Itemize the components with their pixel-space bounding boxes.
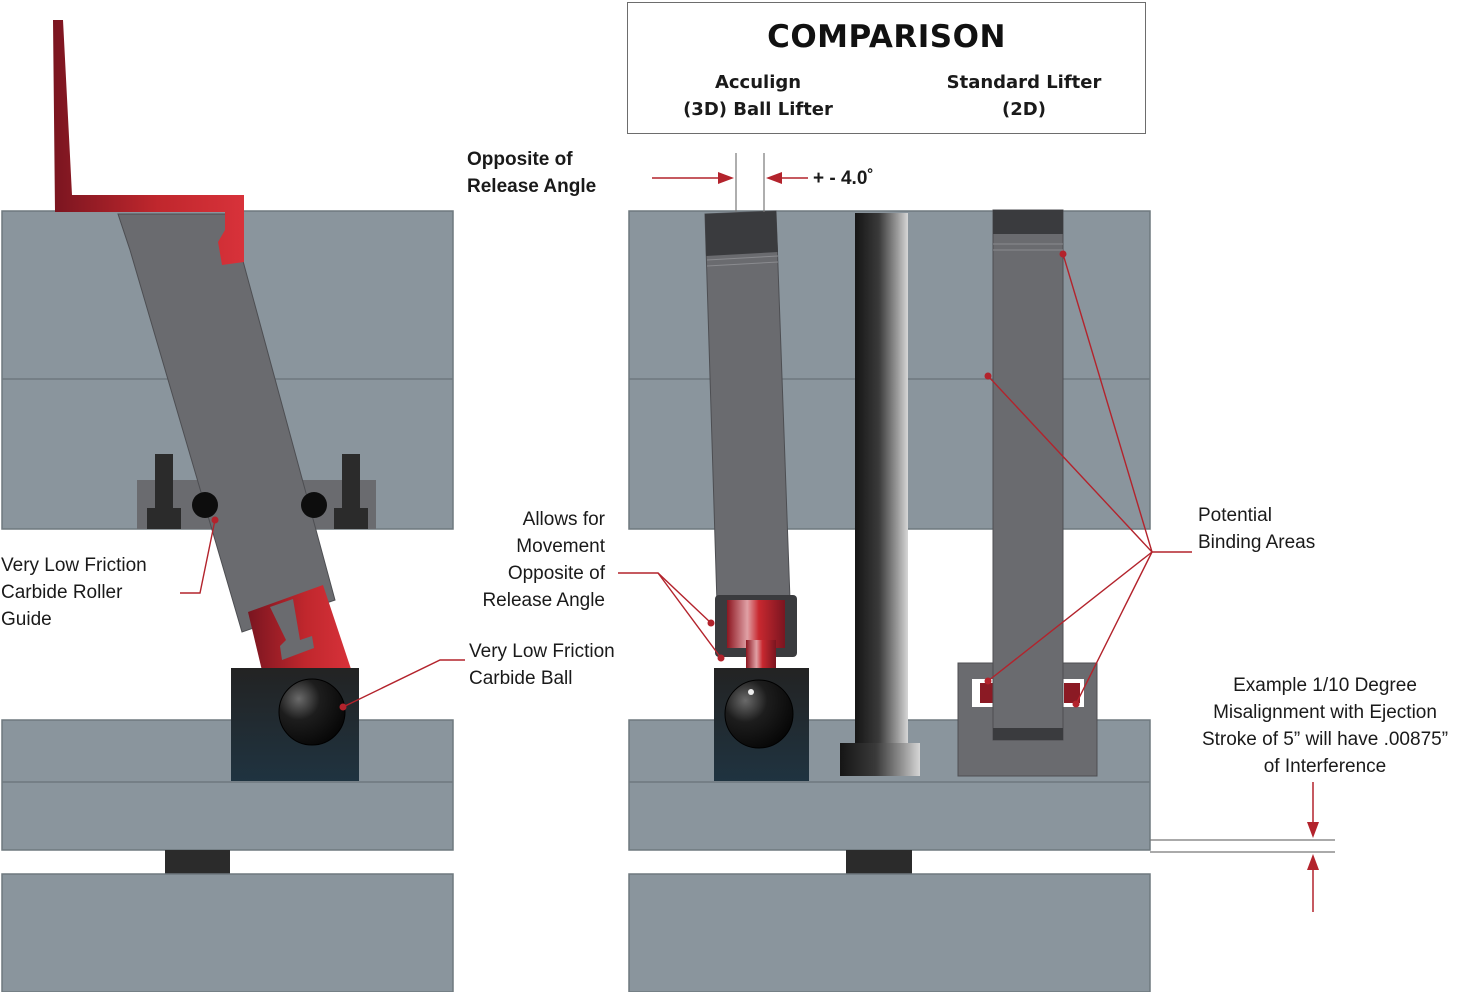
left-spacer <box>165 850 230 874</box>
standard-lifter-cap <box>993 210 1063 234</box>
interference-dimension <box>1150 782 1335 912</box>
angle-value-label: + - 4.0˚ <box>813 168 874 189</box>
standard-lifter-heading: Standard Lifter (2D) <box>946 72 1102 120</box>
leader-binding-1 <box>1062 253 1153 553</box>
leader-binding-2 <box>987 375 1153 553</box>
allows-movement-label: Allows for Movement Opposite of Release … <box>482 509 605 611</box>
angle-arrowhead-right <box>766 172 782 184</box>
left-red-arm <box>53 20 244 265</box>
left-roller-1 <box>192 492 218 518</box>
leader-movement-2 <box>657 572 722 659</box>
binding-mark-left <box>980 683 996 703</box>
acculign-ball-highlight <box>748 689 754 695</box>
binding-mark-right <box>1064 683 1080 703</box>
carbide-ball-label: Very Low Friction Carbide Ball <box>469 641 615 689</box>
leader-roller-guide <box>180 519 216 594</box>
interference-arrowhead-bottom <box>1307 854 1319 870</box>
left-post-base-2 <box>334 508 368 529</box>
opposite-release-angle-label: Opposite of Release Angle <box>467 149 597 197</box>
acculign-groove-2 <box>706 261 779 267</box>
comparison-title: COMPARISON <box>767 19 1006 55</box>
leader-binding-4 <box>1075 551 1153 705</box>
binding-areas-label: Potential Binding Areas <box>1198 505 1316 553</box>
leader-binding-3 <box>987 551 1153 682</box>
standard-lifter <box>992 209 1064 741</box>
angle-arrowhead-left <box>718 172 734 184</box>
leader-binding-dot-3 <box>984 677 992 685</box>
leader-binding-dot-1 <box>1059 250 1067 258</box>
ejector-pin-head <box>840 743 920 776</box>
acculign-heading: Acculign (3D) Ball Lifter <box>683 72 833 120</box>
left-carbide-ball <box>278 678 346 746</box>
left-dovetail <box>270 599 314 660</box>
left-post-base-1 <box>147 508 181 529</box>
leader-movement-dot-1 <box>707 619 715 627</box>
misalignment-example-label: Example 1/10 Degree Misalignment with Ej… <box>1201 675 1449 777</box>
leader-movement-dot-2 <box>717 654 725 662</box>
comparison-box: COMPARISON Acculign (3D) Ball Lifter Sta… <box>627 2 1146 134</box>
acculign-groove-1 <box>706 255 779 261</box>
acculign-lifter-cap <box>705 211 778 256</box>
left-assembly <box>1 20 454 993</box>
right-assembly <box>628 209 1151 993</box>
interference-arrowhead-top <box>1307 822 1319 838</box>
leader-carbide-ball-dot <box>339 703 347 711</box>
roller-guide-label: Very Low Friction Carbide Roller Guide <box>1 555 147 630</box>
left-roller-2 <box>301 492 327 518</box>
acculign-lifter <box>704 210 791 605</box>
right-bottom-plate <box>628 873 1151 993</box>
ejector-pin <box>855 213 908 743</box>
leader-carbide-ball <box>342 659 465 708</box>
right-spacer <box>846 850 912 874</box>
left-bottom-plate <box>1 873 454 993</box>
leader-movement-1 <box>618 572 712 624</box>
standard-lifter-foot <box>993 728 1063 740</box>
leader-roller-guide-dot <box>211 516 219 524</box>
acculign-carbide-ball <box>724 679 794 749</box>
leader-binding-dot-2 <box>984 372 992 380</box>
leader-lines <box>180 250 1192 711</box>
leader-binding-dot-4 <box>1072 700 1080 708</box>
angle-dimension <box>652 153 808 212</box>
left-middle-plate <box>1 719 454 851</box>
